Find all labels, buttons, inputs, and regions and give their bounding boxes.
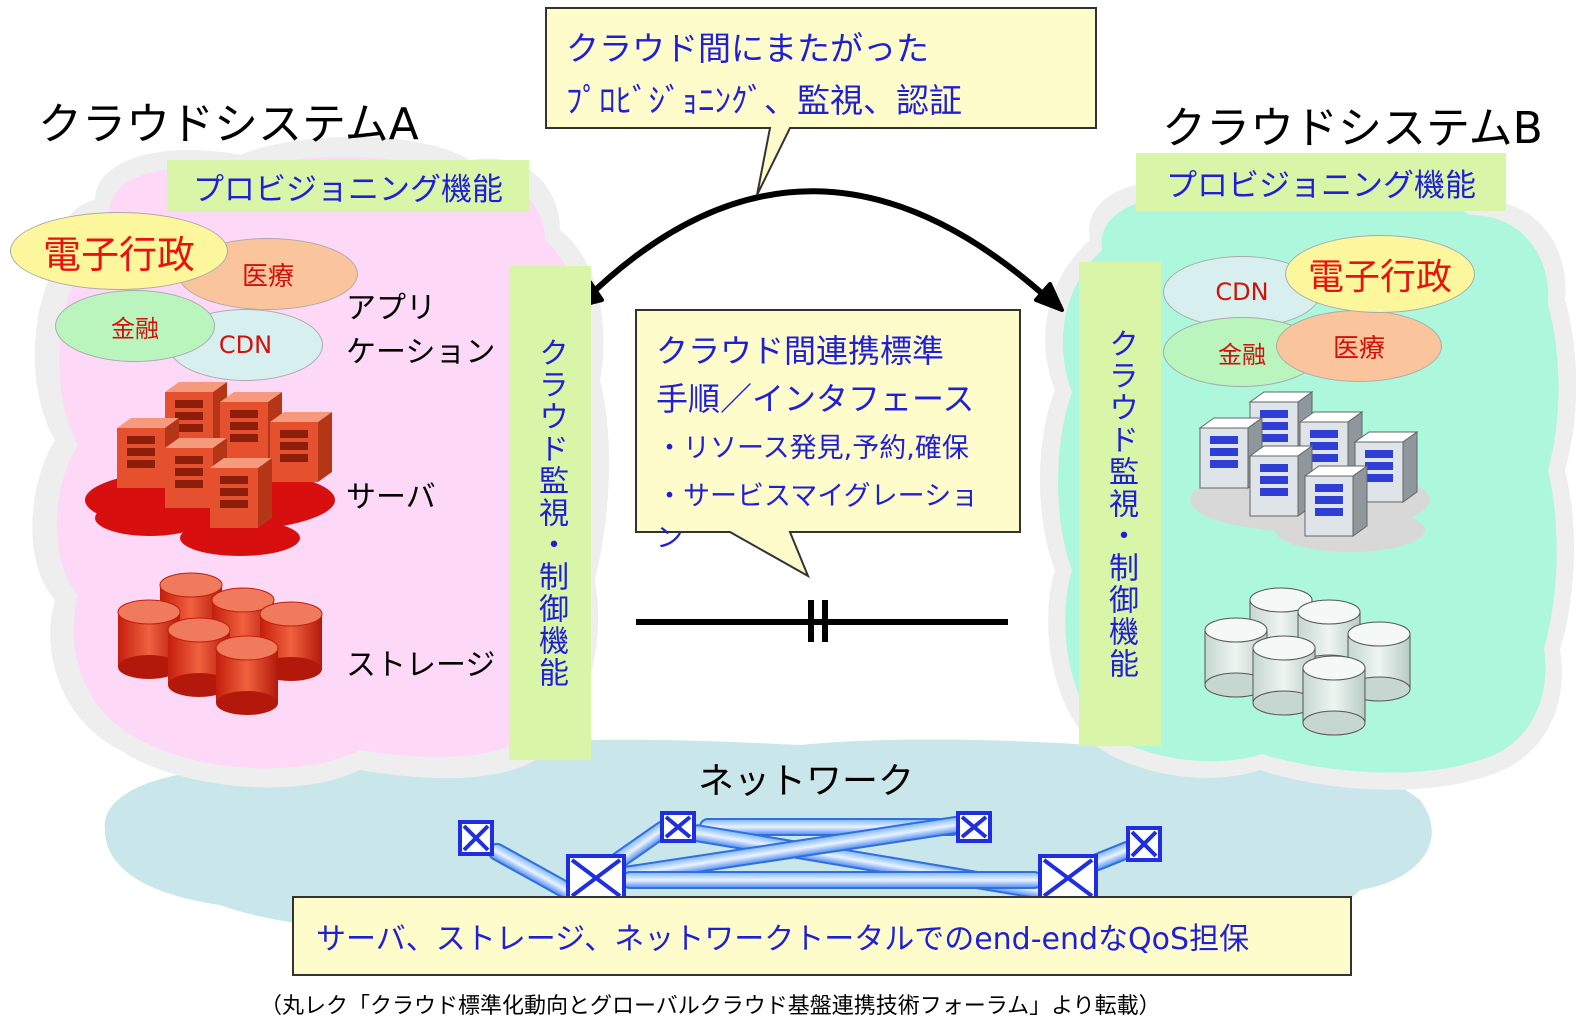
- inter-cloud-arc-arrow: [576, 188, 1064, 312]
- storage-system-a: [117, 572, 323, 715]
- storage-system-b: [1204, 587, 1411, 736]
- middle-callout-line2: 手順／インタフェース: [656, 380, 975, 418]
- app-a-egov: 電子行政: [10, 212, 228, 290]
- top-callout-line1: クラウド間にまたがった: [566, 29, 929, 68]
- network-topology: [458, 811, 1162, 902]
- top-callout-line2: ﾌﾟﾛﾋﾞｼﾞｮﾆﾝｸﾞ、監視、認証: [566, 81, 962, 120]
- application-label-line2: ケーション: [346, 335, 496, 370]
- application-label-line1: アプリ: [346, 291, 436, 326]
- system-a-title: クラウドシステムA: [38, 99, 419, 150]
- middle-callout-bullet2-cont: ン: [656, 523, 683, 554]
- app-a-finance: 金融: [55, 290, 215, 362]
- system-a-provisioning-box: プロビジョニング機能: [167, 160, 529, 212]
- app-b-medical: 医療: [1276, 310, 1442, 382]
- storage-label: ストレージ: [346, 648, 496, 683]
- system-b-monitoring-box: クラウド監視・制御機能: [1079, 262, 1161, 746]
- middle-callout-bullet1: ・リソース発見,予約,確保: [656, 433, 969, 464]
- server-label: サーバ: [346, 480, 436, 515]
- system-a-monitoring-box: クラウド監視・制御機能: [509, 266, 591, 760]
- middle-callout-shape: [635, 309, 1021, 579]
- system-b-title: クラウドシステムB: [1162, 103, 1543, 154]
- servers-system-b: [1190, 391, 1430, 552]
- top-callout-shape: [545, 7, 1097, 196]
- network-label: ネットワーク: [698, 761, 915, 802]
- middle-callout-bullet2: ・サービスマイグレーショ: [656, 481, 979, 512]
- source-caption: （丸レク「クラウド標準化動向とグローバルクラウド基盤連携技術フォーラム」より転載…: [260, 994, 1161, 1019]
- app-b-cdn: CDN: [1163, 256, 1321, 328]
- middle-callout-line1: クラウド間連携標準: [656, 332, 945, 370]
- system-b-provisioning-box: プロビジョニング機能: [1136, 153, 1506, 211]
- qos-box: サーバ、ストレージ、ネットワークトータルでのend-endなQoS担保: [292, 896, 1352, 976]
- servers-system-a: [85, 382, 335, 556]
- broken-connection-line: [636, 600, 1008, 642]
- network-switches: [458, 811, 1162, 902]
- app-b-egov: 電子行政: [1285, 235, 1475, 313]
